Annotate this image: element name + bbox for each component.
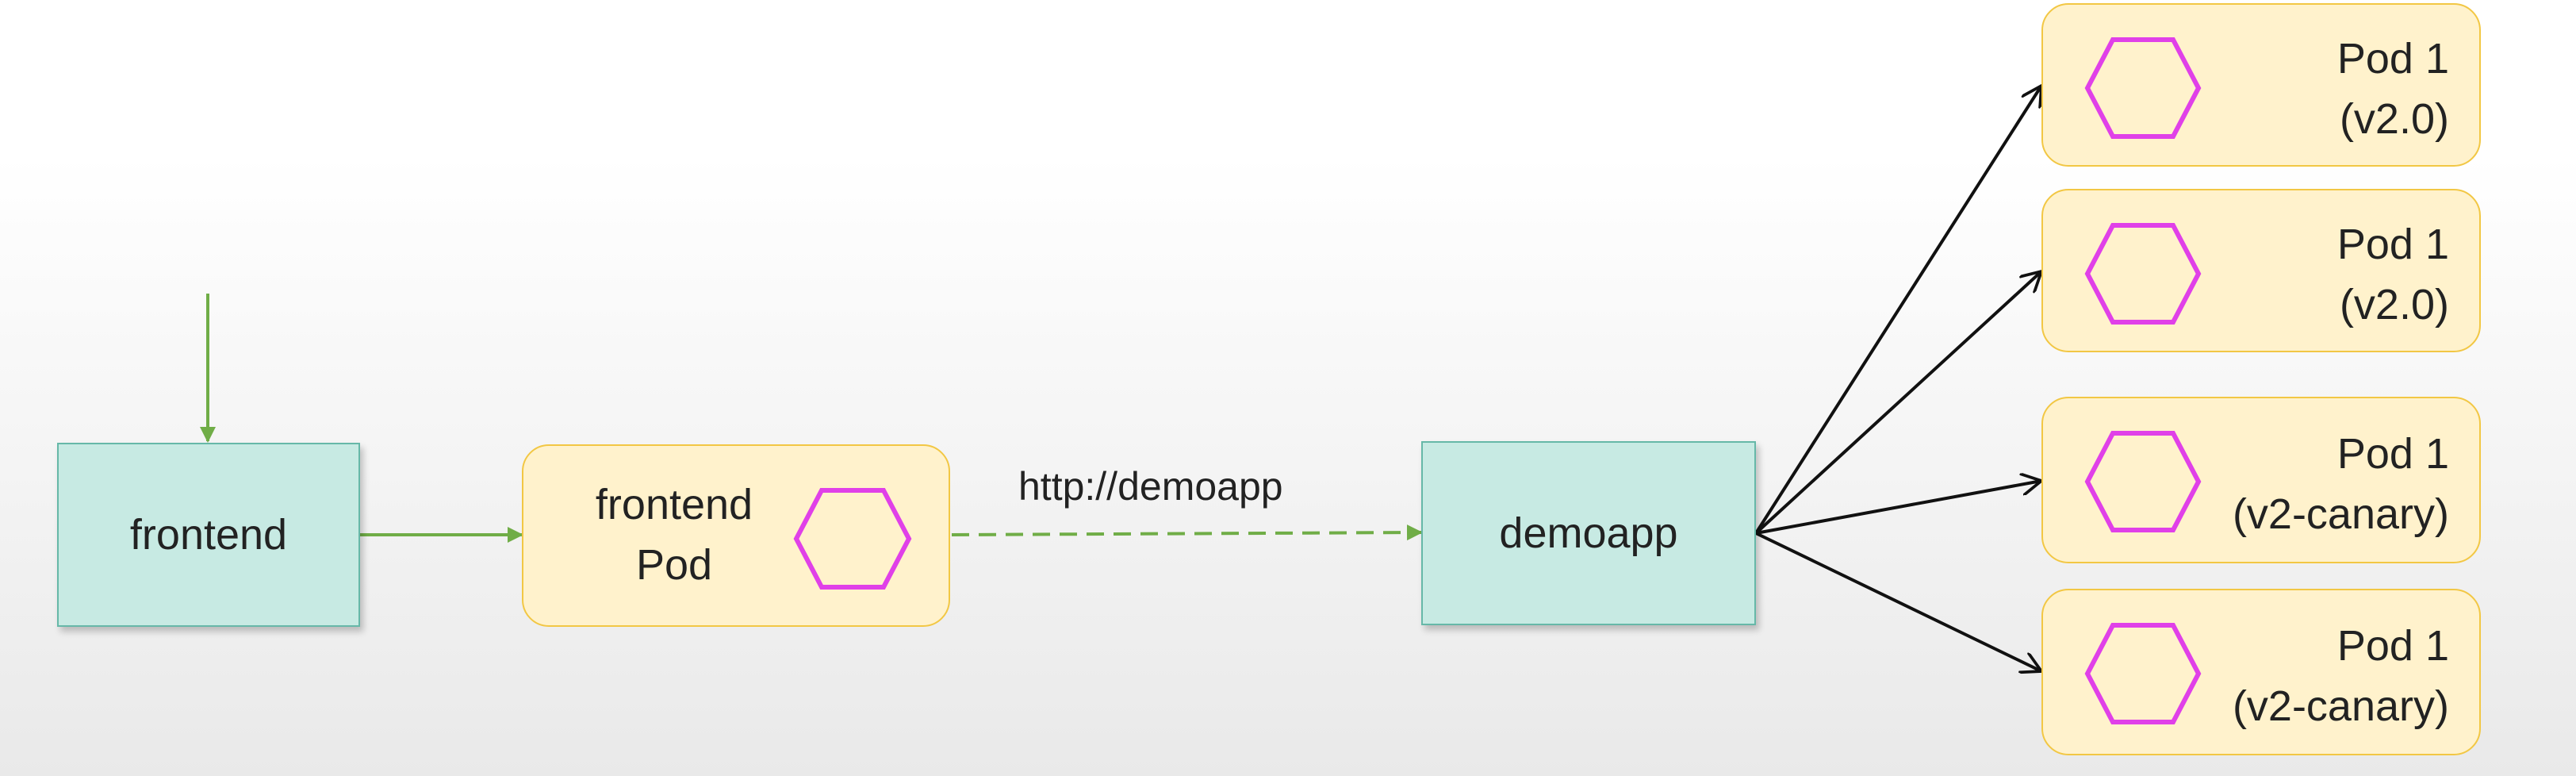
pod-name: Pod 1 bbox=[2336, 622, 2449, 670]
frontend-service: frontend bbox=[57, 443, 360, 627]
pod-version: (v2.0) bbox=[2339, 95, 2449, 143]
demoapp-service: demoapp bbox=[1421, 441, 1756, 625]
route-arrow-pod-4 bbox=[1755, 532, 2041, 671]
pod-version: (v2.0) bbox=[2339, 281, 2449, 328]
pod-v2-0-b bbox=[2041, 189, 2481, 352]
pod-v2-canary-a bbox=[2041, 397, 2481, 563]
hexagon-icon bbox=[793, 488, 912, 590]
hexagon-icon bbox=[2084, 623, 2202, 724]
pod-version: (v2-canary) bbox=[2232, 682, 2449, 730]
frontend-pod bbox=[522, 444, 950, 627]
http-request-arrow bbox=[951, 524, 1423, 541]
route-arrow-pod-3 bbox=[1755, 481, 2041, 535]
frontend-pod-label: frontend Pod bbox=[555, 474, 793, 595]
pod-name: Pod 1 bbox=[2336, 221, 2449, 268]
hexagon-icon bbox=[2084, 431, 2202, 532]
pod-v2-canary-b bbox=[2041, 589, 2481, 755]
hexagon-icon bbox=[2084, 223, 2202, 325]
pod-label: Pod 1 (v2-canary) bbox=[2233, 424, 2449, 544]
pod-v2-0-a bbox=[2041, 3, 2481, 167]
pod-label: Pod 1 (v2.0) bbox=[2337, 29, 2449, 149]
pod-label: Pod 1 (v2-canary) bbox=[2233, 616, 2449, 736]
frontend-service-label: frontend bbox=[129, 511, 288, 559]
frontend-pod-label-line2: Pod bbox=[635, 541, 713, 589]
demoapp-service-label: demoapp bbox=[1499, 509, 1678, 557]
hexagon-icon bbox=[2084, 37, 2202, 139]
pod-version: (v2-canary) bbox=[2232, 490, 2449, 538]
frontend-pod-label-line1: frontend bbox=[595, 481, 753, 528]
pod-name: Pod 1 bbox=[2336, 35, 2449, 83]
route-arrow-pod-2 bbox=[1754, 271, 2041, 535]
pod-label: Pod 1 (v2.0) bbox=[2337, 214, 2449, 335]
pod-name: Pod 1 bbox=[2336, 430, 2449, 478]
http-url-label: http://demoapp bbox=[1018, 464, 1283, 509]
route-arrow-pod-1 bbox=[1754, 86, 2041, 535]
